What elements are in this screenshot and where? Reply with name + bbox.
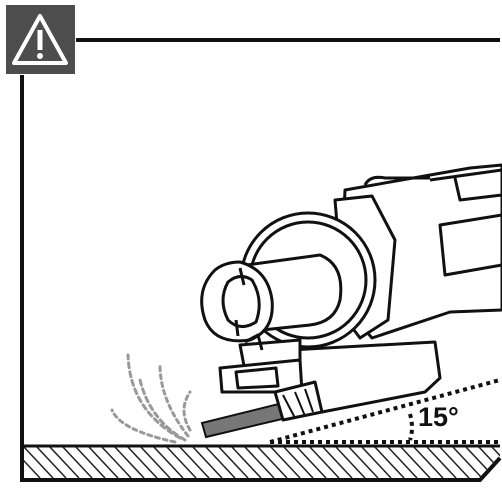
hatch-line [127, 446, 157, 478]
hatch-line [192, 446, 222, 478]
hatch-line [426, 446, 456, 478]
hatch-line [283, 446, 313, 478]
hatch-line [179, 446, 209, 478]
hatch-line [270, 446, 300, 478]
hatch-line [244, 446, 274, 478]
hatch-line [465, 446, 495, 478]
sparks [112, 355, 190, 442]
hatch-line [205, 446, 235, 478]
hatch-line [361, 446, 391, 478]
hatch-line [153, 446, 183, 478]
angle-label: 15° [418, 404, 459, 431]
hatch-line [88, 446, 118, 478]
hatch-line [166, 446, 196, 478]
hatch-line [140, 446, 170, 478]
hatch-line [348, 446, 378, 478]
hatch-line [374, 446, 404, 478]
warning-triangle-icon [6, 5, 75, 74]
work-surface [10, 446, 502, 478]
hatch-line [387, 446, 417, 478]
hatch-line [452, 446, 482, 478]
hatch-line [400, 446, 430, 478]
hatch-line [439, 446, 469, 478]
hatch-line [36, 446, 66, 478]
hatch-line [322, 446, 352, 478]
hatch-line [10, 446, 40, 478]
hatch-line [231, 446, 261, 478]
hatch-line [75, 446, 105, 478]
hatch-line [413, 446, 443, 478]
hatch-line [335, 446, 365, 478]
hatch-line [62, 446, 92, 478]
hatch-line [23, 446, 53, 478]
hatch-line [257, 446, 287, 478]
hatch-line [296, 446, 326, 478]
hatch-line [101, 446, 131, 478]
hatch-line [49, 446, 79, 478]
hatch-line [114, 446, 144, 478]
hatch-line [218, 446, 248, 478]
hatch-line [309, 446, 339, 478]
angle-grinder [202, 165, 502, 420]
